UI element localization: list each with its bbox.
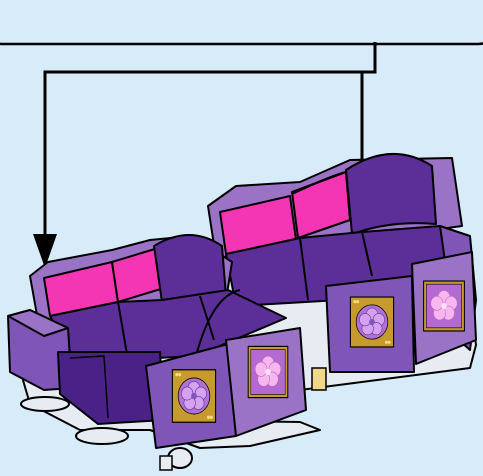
callout-box (0, 0, 483, 44)
